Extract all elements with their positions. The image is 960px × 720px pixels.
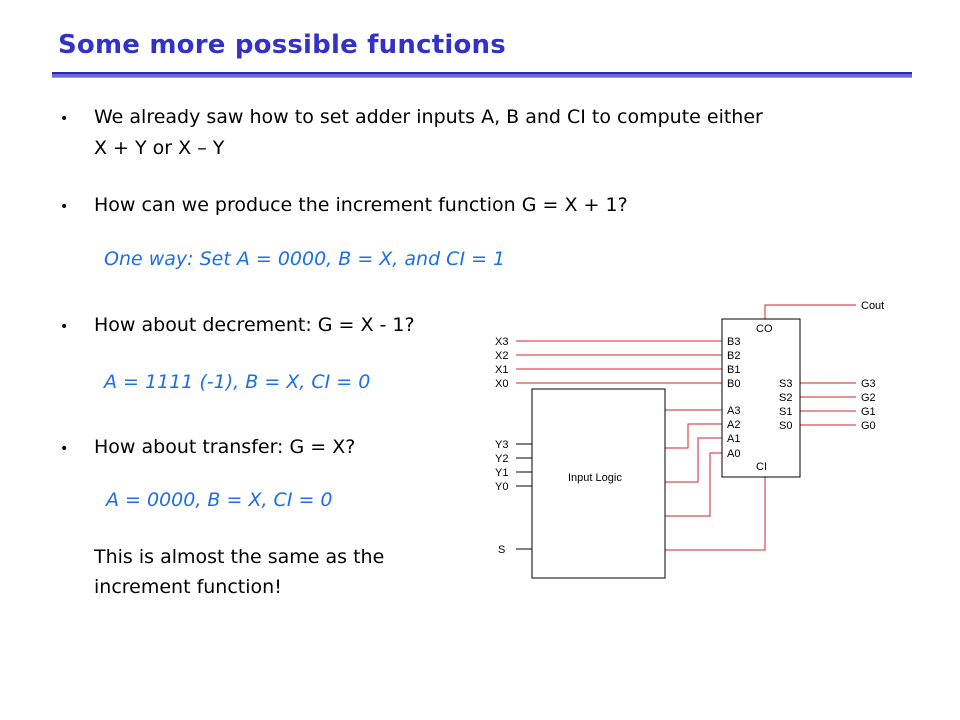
adder-b1-label: B1 [727,364,740,376]
input-y1-label: Y1 [495,467,508,479]
title-divider [52,72,912,78]
bullet-2-answer: One way: Set A = 0000, B = X, and CI = 1 [104,248,506,270]
adder-s0-label: S0 [779,420,792,432]
bullet-1-line-2: X + Y or X – Y [94,137,225,159]
input-x3-label: X3 [495,336,508,348]
bullet-4-answer: A = 0000, B = X, CI = 0 [106,489,333,511]
bullet-2-text: How can we produce the increment functio… [94,194,628,216]
bullet-4-note-line-2: increment function! [94,576,282,598]
adder-a2-label: A2 [727,419,740,431]
bullet-2-marker: • [60,199,69,215]
wires [516,304,856,551]
bullet-3-answer: A = 1111 (-1), B = X, CI = 0 [104,371,371,393]
adder-b2-label: B2 [727,350,740,362]
bullet-1-line-1: We already saw how to set adder inputs A… [94,106,763,128]
bullet-3-marker: • [60,319,69,335]
adder-b3-label: B3 [727,336,740,348]
adder-a3-label: A3 [727,405,740,417]
wire-logic-a2 [665,423,722,449]
input-s-label: S [498,544,505,556]
bullet-4-marker: • [60,441,69,457]
bullet-4-text: How about transfer: G = X? [94,436,356,458]
bullet-3-text: How about decrement: G = X - 1? [94,314,415,336]
input-x1-label: X1 [495,364,508,376]
adder-a0-label: A0 [727,448,740,460]
bullet-1-marker: • [60,111,69,127]
input-y2-label: Y2 [495,453,508,465]
adder-s3-label: S3 [779,378,792,390]
adder-s2-label: S2 [779,392,792,404]
slide-title: Some more possible functions [58,30,506,60]
adder-s1-label: S1 [779,406,792,418]
output-cout-label: Cout [861,300,884,312]
adder-ci-label: CI [756,461,767,473]
wire-logic-a0 [665,452,722,517]
output-g2-label: G2 [861,392,876,404]
adder-co-label: CO [756,323,773,335]
bullet-4-note-line-1: This is almost the same as the [94,546,385,568]
wire-logic-a1 [665,437,722,483]
output-g3-label: G3 [861,378,876,390]
adder-b0-label: B0 [727,378,740,390]
input-y0-label: Y0 [495,481,508,493]
input-x0-label: X0 [495,378,508,390]
input-logic-box [531,388,666,579]
input-x2-label: X2 [495,350,508,362]
output-g1-label: G1 [861,406,876,418]
output-g0-label: G0 [861,420,876,432]
input-logic-label: Input Logic [568,472,622,484]
wire-logic-ci [665,477,766,551]
input-y3-label: Y3 [495,439,508,451]
wire-co-cout [764,304,856,319]
adder-a1-label: A1 [727,433,740,445]
adder-box [721,318,801,478]
